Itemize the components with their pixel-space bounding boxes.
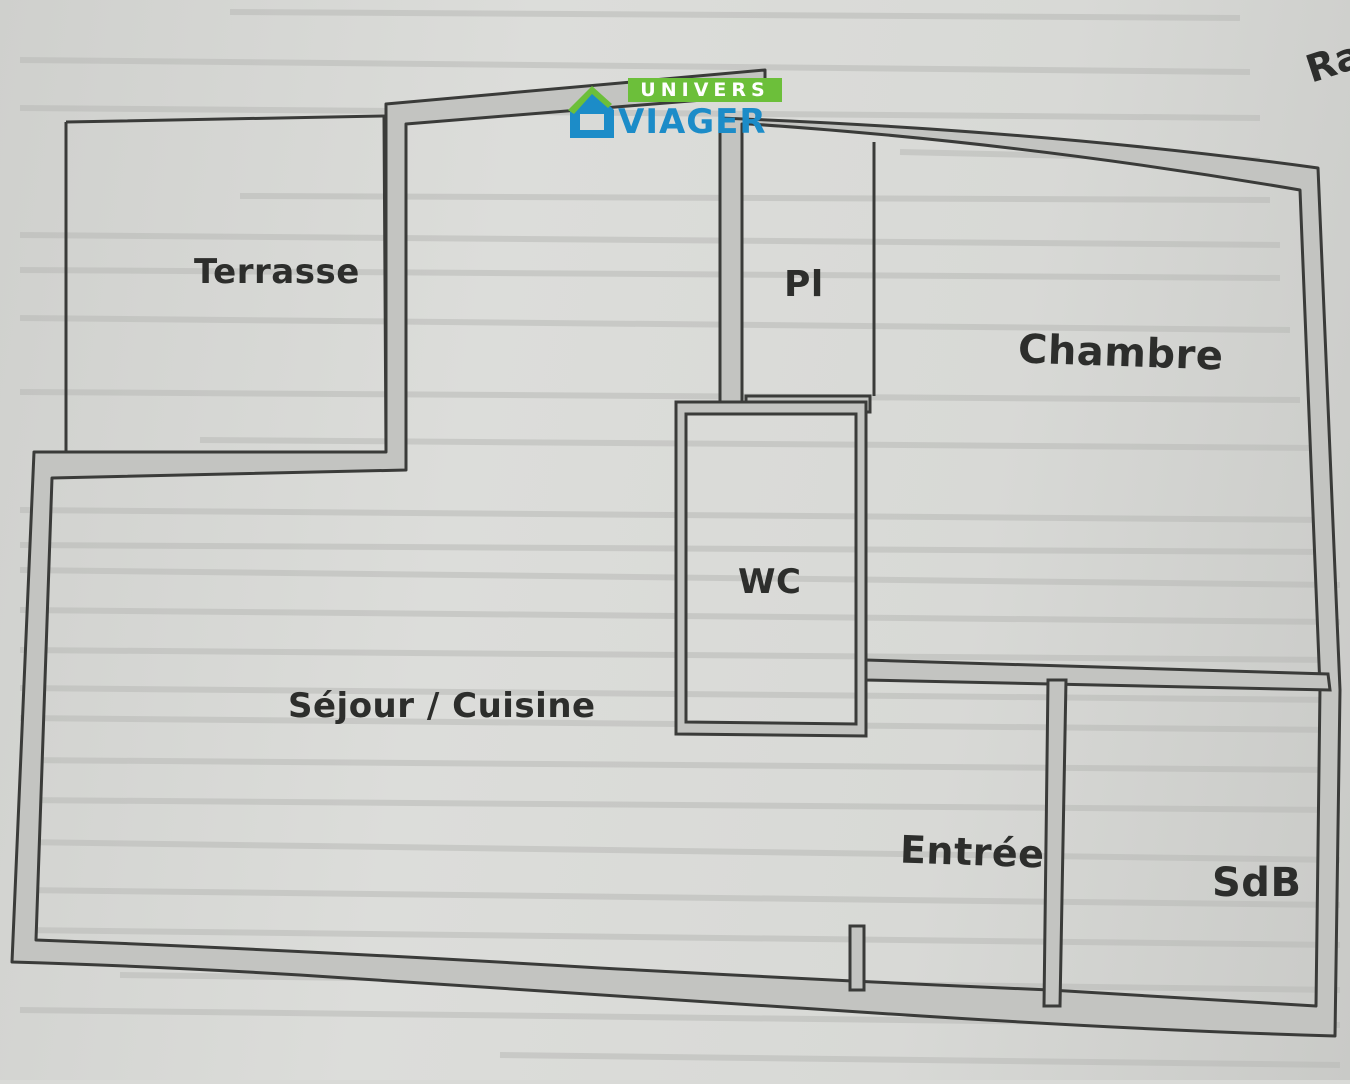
univers-viager-logo: UNIVERS VIAGER — [566, 78, 786, 142]
room-label-chambre: Chambre — [1017, 326, 1225, 380]
room-label-entree: Entrée — [899, 827, 1046, 877]
room-label-wc: WC — [738, 562, 802, 602]
chambre-lower-wall — [864, 658, 1332, 692]
room-label-sdb: SdB — [1212, 860, 1302, 906]
entree-sdb-wall — [1042, 678, 1068, 1008]
room-label-placard: Pl — [784, 264, 824, 305]
logo-top-text: UNIVERS — [628, 78, 782, 102]
room-label-terrasse: Terrasse — [194, 252, 360, 292]
logo-bottom-text: VIAGER — [618, 102, 767, 142]
entree-stub-wall — [848, 924, 866, 992]
house-icon — [568, 86, 614, 138]
room-label-sejour-cuisine: Séjour / Cuisine — [288, 686, 596, 726]
wc-walls — [674, 400, 868, 738]
outer-wall — [10, 68, 1342, 1038]
